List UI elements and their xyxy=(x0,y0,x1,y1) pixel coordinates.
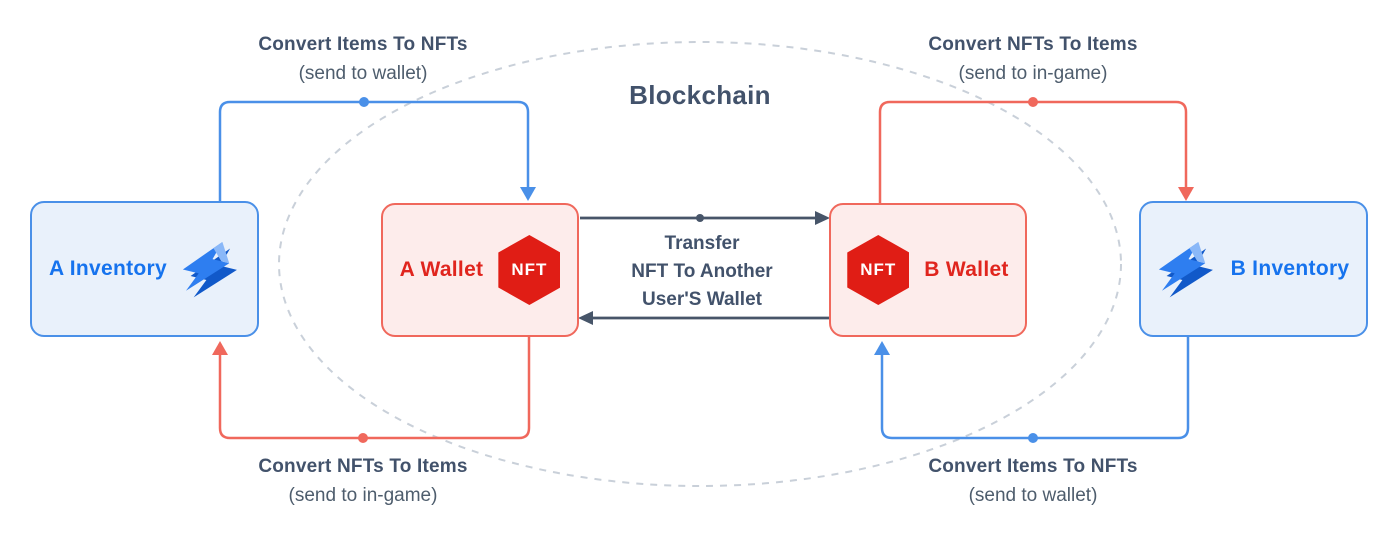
node-b-wallet: NFT B Wallet xyxy=(829,203,1027,337)
node-a-wallet: A Wallet NFT xyxy=(381,203,579,337)
lightning-icon xyxy=(1158,241,1213,298)
transfer-label-line3: User'S Wallet xyxy=(642,289,762,310)
flow-label-top-left-title: Convert Items To NFTs xyxy=(258,34,468,55)
flow-label-bottom-left: Convert NFTs To Items (send to in-game) xyxy=(258,456,467,507)
flow-label-bottom-right-subtitle: (send to wallet) xyxy=(968,485,1098,506)
transfer-label-line1: Transfer xyxy=(664,233,740,254)
node-a-inventory: A Inventory xyxy=(30,201,259,337)
arrow-a-wallet-to-b-wallet xyxy=(580,211,830,225)
diagram-title: Blockchain xyxy=(629,80,771,110)
a-inventory-label: A Inventory xyxy=(48,257,168,280)
a-wallet-label: A Wallet xyxy=(399,258,484,281)
transfer-label: Transfer NFT To Another User'S Wallet xyxy=(631,230,772,314)
lightning-icon xyxy=(182,241,237,298)
arrow-b-inventory-to-b-wallet xyxy=(874,337,1190,443)
node-b-inventory: B Inventory xyxy=(1139,201,1368,337)
arrow-b-wallet-to-b-inventory xyxy=(878,97,1194,203)
arrow-a-wallet-to-a-inventory xyxy=(212,337,531,443)
flow-label-top-right-subtitle: (send to in-game) xyxy=(958,63,1108,84)
transfer-label-line2: NFT To Another xyxy=(631,261,773,282)
nft-hexagon-icon: NFT xyxy=(847,235,910,305)
b-wallet-label: B Wallet xyxy=(924,258,1009,281)
flow-label-bottom-left-subtitle: (send to in-game) xyxy=(288,485,438,506)
flow-label-top-left-subtitle: (send to wallet) xyxy=(298,63,428,84)
flow-label-bottom-left-title: Convert NFTs To Items xyxy=(258,456,468,477)
nft-hexagon-icon: NFT xyxy=(498,235,561,305)
flow-label-bottom-right-title: Convert Items To NFTs xyxy=(928,456,1138,477)
flow-label-bottom-right: Convert Items To NFTs (send to wallet) xyxy=(928,456,1137,507)
flow-label-top-right: Convert NFTs To Items (send to in-game) xyxy=(928,34,1137,85)
arrow-a-inventory-to-a-wallet xyxy=(218,97,536,201)
flow-label-top-left: Convert Items To NFTs (send to wallet) xyxy=(258,34,467,85)
b-inventory-label: B Inventory xyxy=(1230,257,1350,280)
flow-label-top-right-title: Convert NFTs To Items xyxy=(928,34,1138,55)
